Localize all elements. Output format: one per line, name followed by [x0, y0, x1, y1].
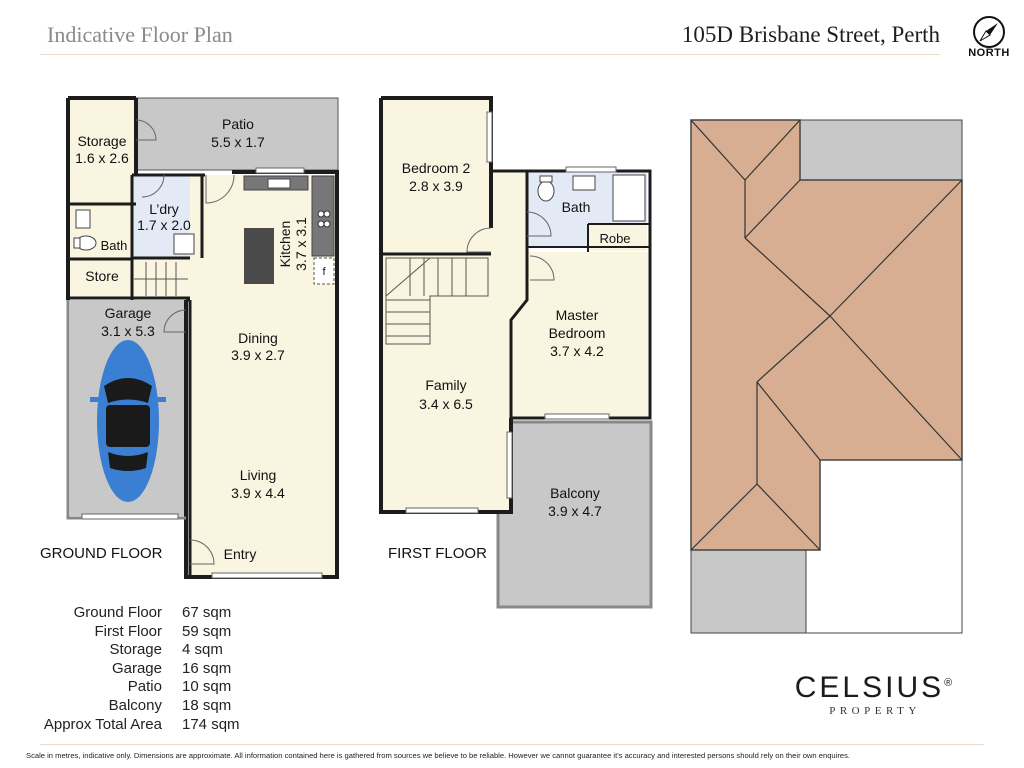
family-name: Family	[425, 377, 466, 393]
master-bedroom-name: Master	[556, 307, 599, 323]
area-value: 4 sqm	[182, 641, 223, 659]
bedroom-2-room	[381, 98, 491, 254]
storage-room	[68, 98, 136, 204]
master-bedroom-size: 3.7 x 4.2	[550, 343, 604, 359]
car-icon	[90, 340, 166, 502]
area-row: Storage 4 sqm	[20, 641, 262, 660]
logo-name: CELSIUS	[794, 671, 945, 704]
area-value: 59 sqm	[182, 622, 232, 640]
laundry-name: L’dry	[149, 201, 179, 217]
area-row: Balcony 18 sqm	[20, 697, 262, 716]
ground-floor-plan: Patio 5.5 x 1.7 Storage 1.6 x 2.6 L’dry …	[40, 96, 339, 579]
fridge-label: f	[322, 266, 326, 278]
area-label: Patio	[127, 678, 162, 696]
storage-name: Storage	[77, 133, 126, 149]
master-bedroom-room	[511, 252, 648, 418]
area-value: 174 sqm	[182, 715, 240, 733]
store-name: Store	[85, 268, 119, 284]
area-row: Patio 10 sqm	[20, 678, 262, 697]
area-value: 16 sqm	[182, 659, 232, 677]
dining-size: 3.9 x 2.7	[231, 347, 285, 363]
compass-icon	[973, 16, 1005, 48]
dining-name: Dining	[238, 330, 278, 346]
laundry-size: 1.7 x 2.0	[137, 217, 191, 233]
area-label: First Floor	[94, 622, 163, 640]
kitchen-name: Kitchen	[277, 221, 293, 268]
area-label: Storage	[109, 641, 162, 659]
disclaimer: Scale in metres, indicative only. Dimens…	[26, 751, 850, 760]
area-label: Approx Total Area	[43, 715, 162, 733]
area-row: Garage 16 sqm	[20, 660, 262, 679]
first-floor-label: FIRST FLOOR	[388, 545, 487, 562]
logo-subtitle: PROPERTY	[829, 705, 921, 717]
living-name: Living	[240, 467, 277, 483]
area-label: Balcony	[108, 696, 162, 714]
ground-bath-name: Bath	[101, 238, 128, 253]
compass-label: NORTH	[968, 47, 1010, 59]
area-value: 10 sqm	[182, 678, 232, 696]
master-bedroom-name-2: Bedroom	[549, 325, 606, 341]
balcony-name: Balcony	[550, 485, 600, 501]
patio-name: Patio	[222, 116, 254, 132]
celsius-logo: CELSIUS® PROPERTY	[790, 671, 960, 717]
area-row: Ground Floor 67 sqm	[20, 604, 262, 623]
kitchen-island	[244, 228, 274, 284]
entry-name: Entry	[224, 546, 257, 562]
area-value: 67 sqm	[182, 604, 232, 621]
family-room	[381, 171, 527, 512]
ground-floor-label: GROUND FLOOR	[40, 545, 163, 562]
robe-name: Robe	[599, 231, 630, 246]
area-row: First Floor 59 sqm	[20, 623, 262, 642]
store-room	[70, 259, 132, 297]
property-address: 105D Brisbane Street, Perth	[681, 22, 940, 47]
footer-divider	[40, 744, 984, 745]
area-label: Ground Floor	[73, 604, 162, 621]
first-floor-plan: Bedroom 2 2.8 x 3.9 Bath Robe Master Bed…	[379, 96, 653, 609]
garage-size: 3.1 x 5.3	[101, 323, 155, 339]
living-size: 3.9 x 4.4	[231, 485, 285, 501]
roof-plan	[690, 119, 963, 634]
family-size: 3.4 x 6.5	[419, 396, 473, 412]
patio-area	[135, 97, 339, 171]
patio-size: 5.5 x 1.7	[211, 134, 265, 150]
stairs-area	[132, 258, 190, 298]
plan-title: Indicative Floor Plan	[47, 22, 233, 47]
balcony-area	[498, 422, 651, 607]
bedroom-2-size: 2.8 x 3.9	[409, 178, 463, 194]
kitchen-size: 3.7 x 3.1	[293, 217, 309, 271]
fridge-space	[313, 257, 335, 285]
area-value: 18 sqm	[182, 696, 232, 714]
logo-registered-mark: ®	[944, 677, 956, 689]
garage-name: Garage	[105, 305, 152, 321]
bedroom-2-name: Bedroom 2	[402, 160, 471, 176]
header-divider	[40, 54, 940, 55]
area-label: Garage	[111, 659, 162, 677]
balcony-size: 3.9 x 4.7	[548, 503, 602, 519]
first-bath-name: Bath	[562, 199, 591, 215]
storage-size: 1.6 x 2.6	[75, 150, 129, 166]
area-row: Approx Total Area 174 sqm	[20, 716, 262, 735]
